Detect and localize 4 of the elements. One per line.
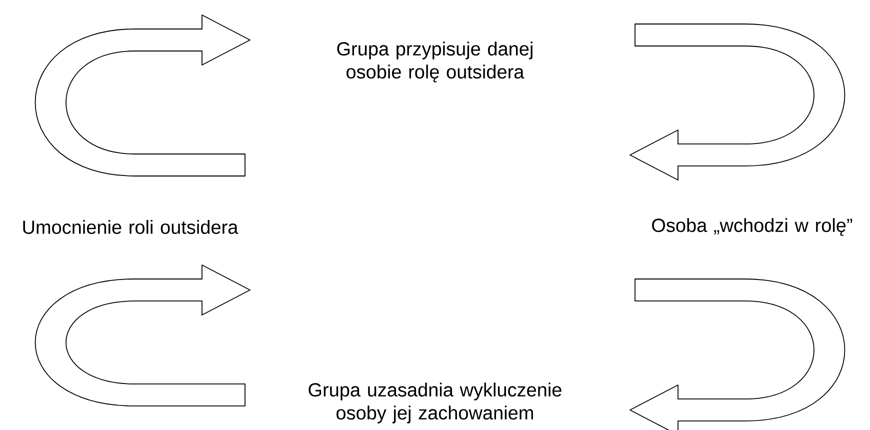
node-text: Grupa przypisuje danej osobie rolę outsidera xyxy=(337,42,532,82)
node-text: Osoba „wchodzi w rolę” xyxy=(652,218,852,236)
node-text: Umocnienie roli outsidera xyxy=(23,220,238,234)
node-text: Grupa uzasadnia wykluczenie osoby jej zachowaniem xyxy=(308,382,562,424)
